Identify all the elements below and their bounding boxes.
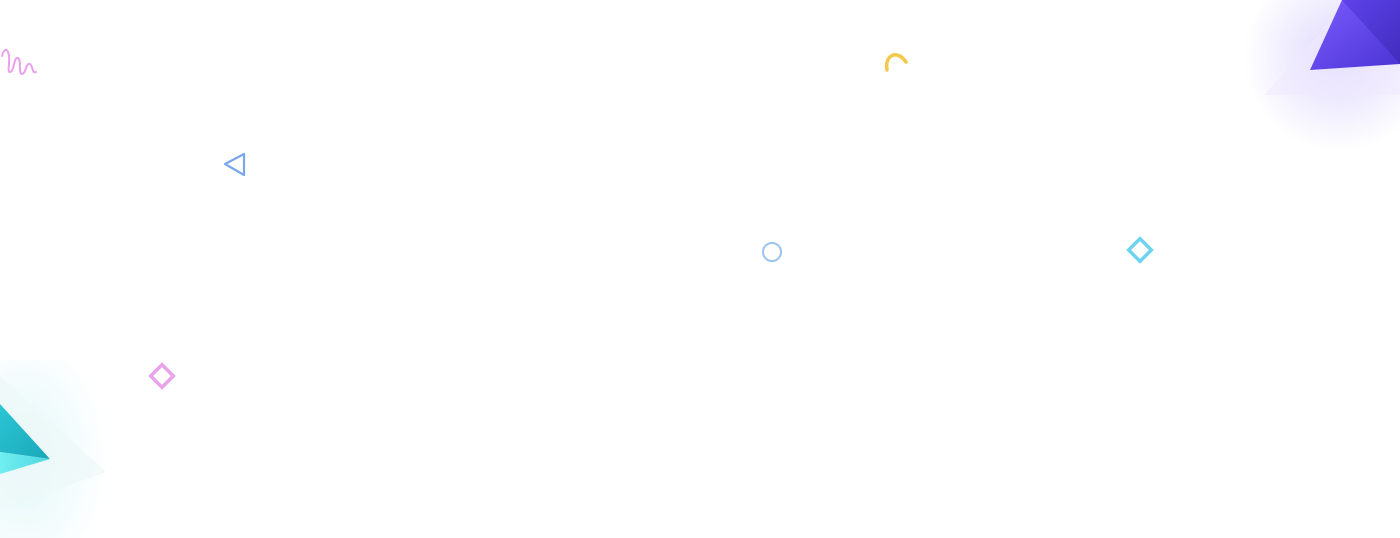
circle-outline-icon (762, 242, 782, 262)
arc-icon (884, 53, 908, 72)
diamond-outline-icon (148, 362, 176, 390)
triangle-outline-icon (223, 152, 246, 177)
squiggle-icon (1, 49, 37, 76)
diamond-outline-icon (1126, 236, 1154, 264)
pyramid-shape (0, 360, 120, 538)
pyramid-shape (1240, 0, 1400, 160)
